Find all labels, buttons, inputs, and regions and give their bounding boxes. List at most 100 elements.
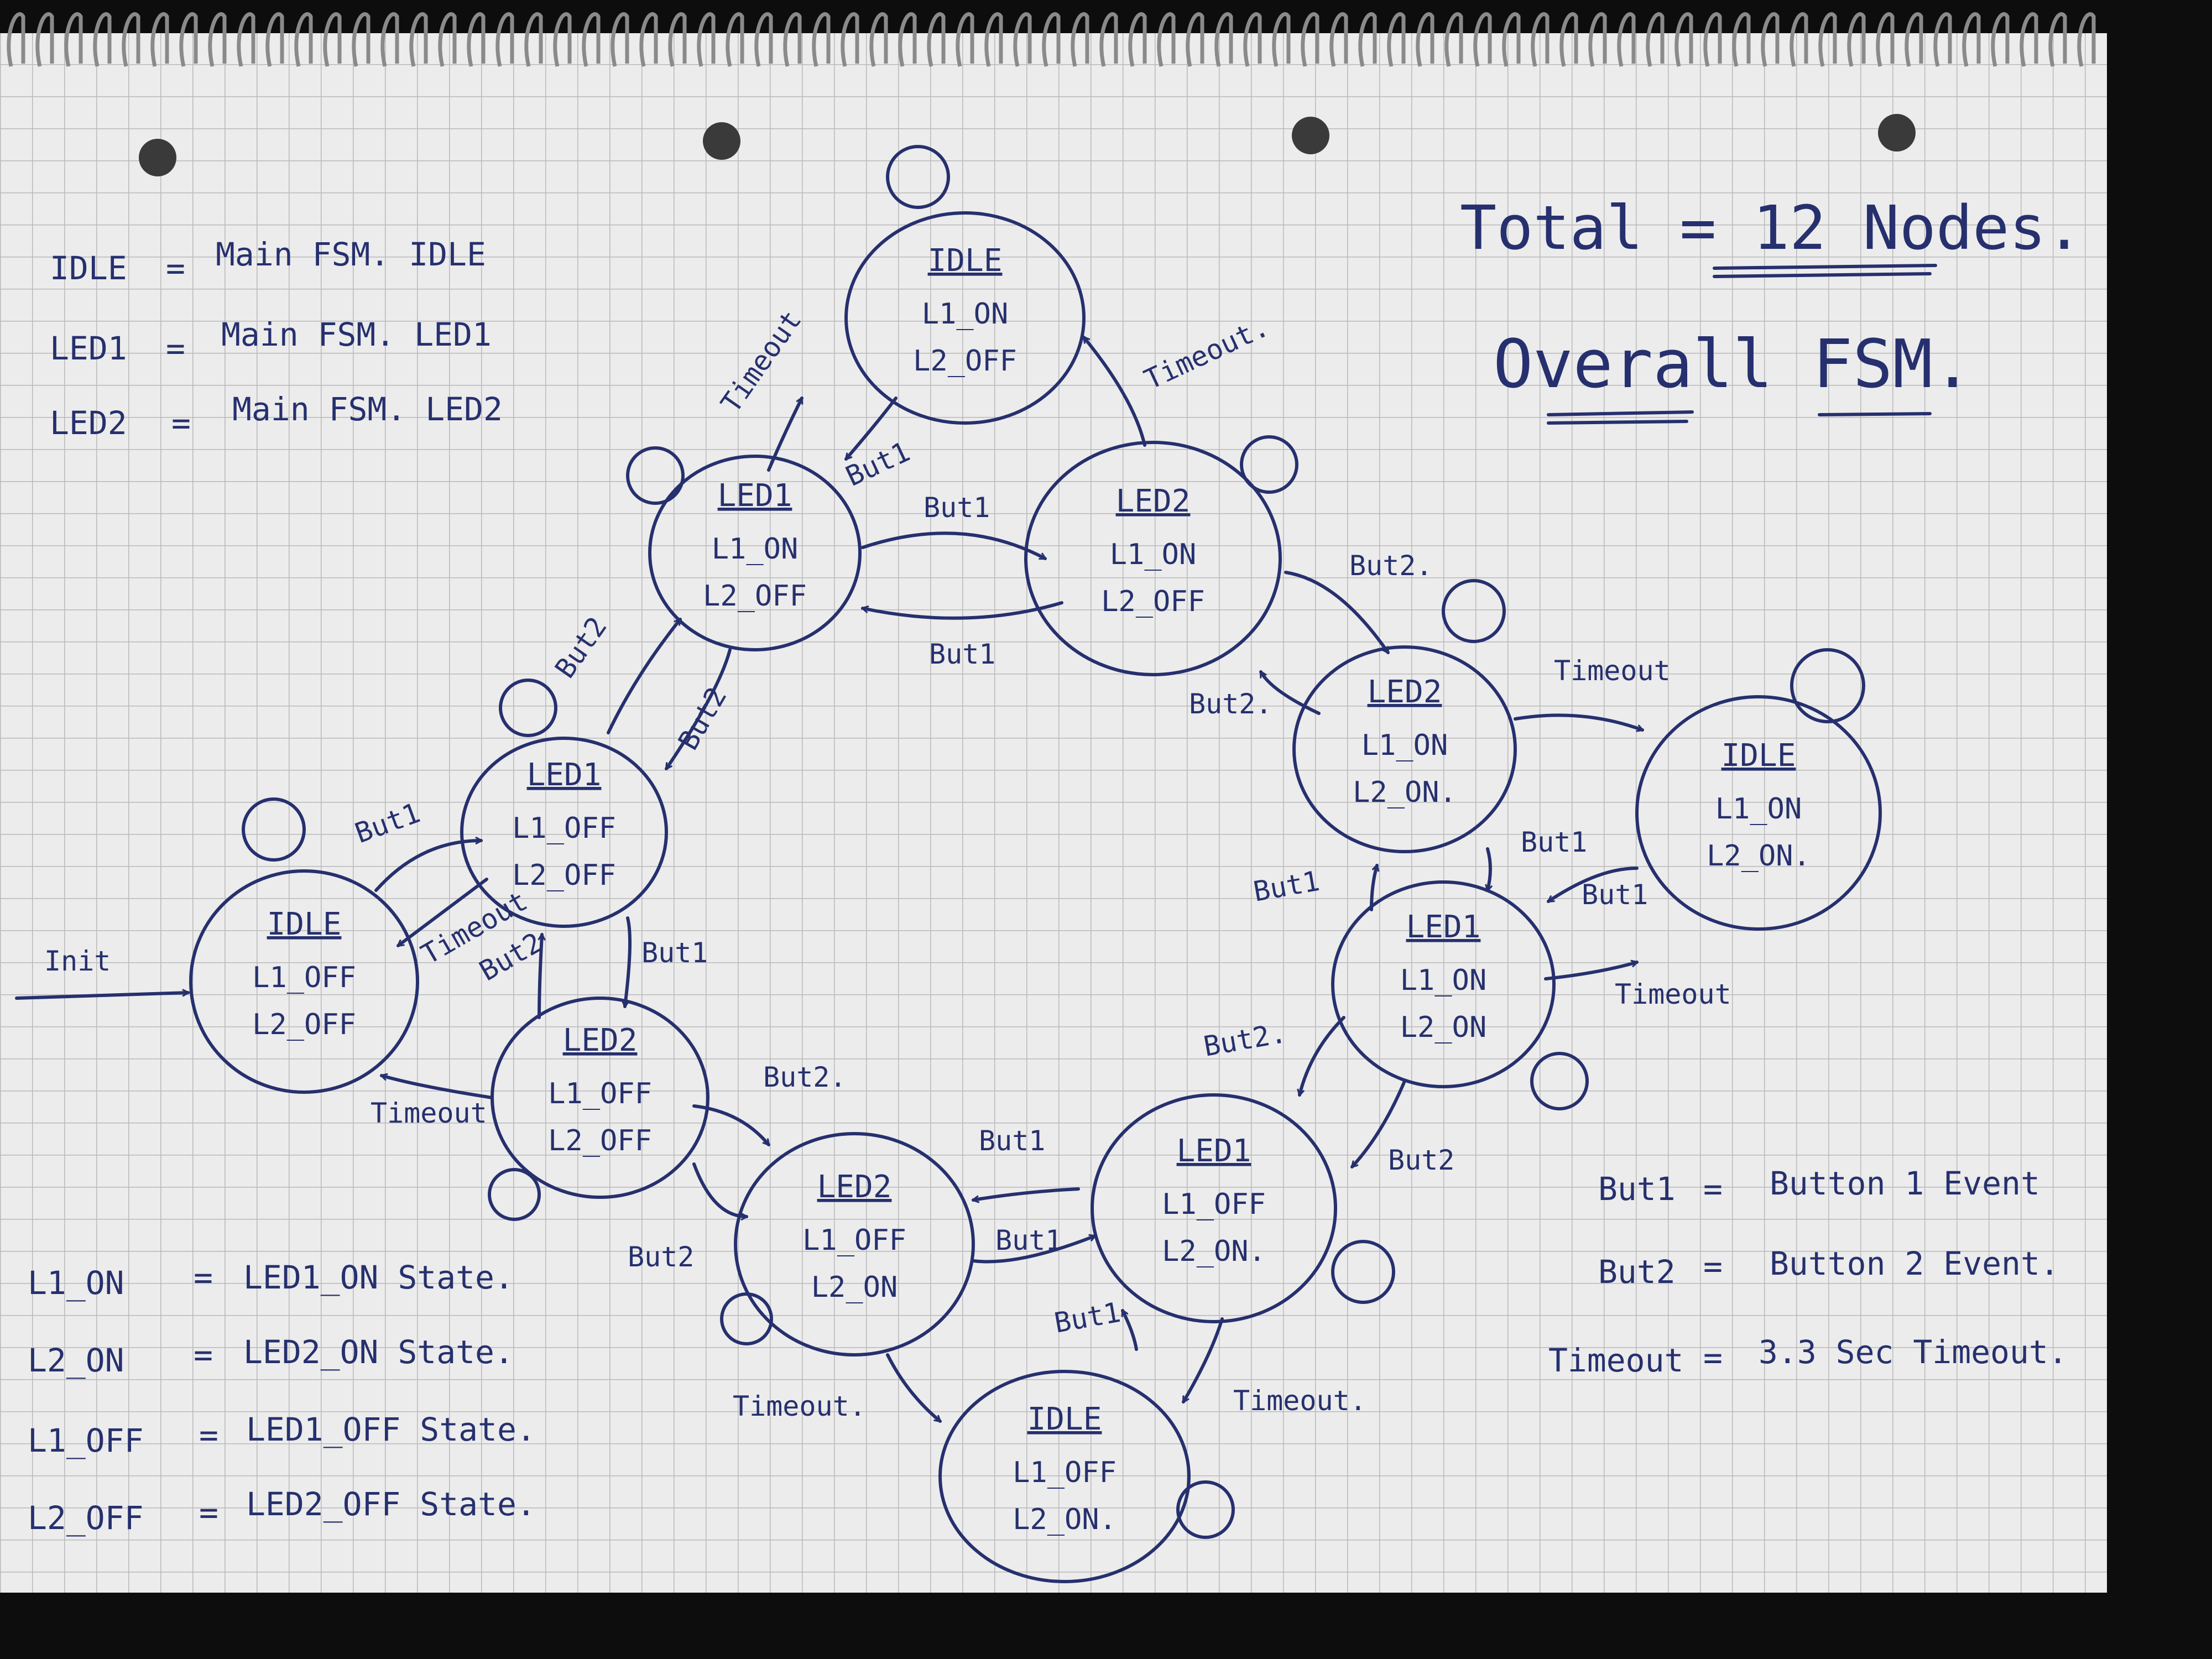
state-name: LED2 xyxy=(817,1169,892,1205)
state-name: LED2 xyxy=(1368,674,1442,710)
transition-n11-to-n10: But1 xyxy=(972,1224,1095,1264)
svg-text:=: = xyxy=(194,1259,213,1296)
state-name: IDLE xyxy=(928,243,1003,279)
diagram-title: Total = 12 Nodes. xyxy=(1460,192,2083,263)
transition-n7-to-n6: But2. xyxy=(1189,672,1321,720)
state-l2-output: L2_ON xyxy=(811,1271,898,1304)
state-circle xyxy=(1331,880,1556,1088)
transition-n11-to-n12: Timeout. xyxy=(733,1353,940,1423)
state-l1-output: L1_ON xyxy=(1715,792,1802,826)
state-l1-output: L1_OFF xyxy=(512,812,616,845)
svg-text:=: = xyxy=(194,1336,213,1374)
self-loop xyxy=(1331,1240,1395,1304)
state-l2-output: L2_OFF xyxy=(512,859,616,892)
state-name: IDLE xyxy=(1027,1401,1102,1437)
paper-sheet xyxy=(0,33,2107,1593)
state-l1-output: L1_ON xyxy=(1400,964,1487,997)
transition-n2-to-n3: But1 xyxy=(625,916,708,1006)
transition-n6-to-n4: But1 xyxy=(863,601,1063,670)
states: IDLEL1_OFFL2_OFFLED1L1_OFFL2_OFFLED2L1_O… xyxy=(189,145,1882,1583)
svg-text:LED1_ON State.: LED1_ON State. xyxy=(243,1259,514,1296)
state-l1-output: L1_OFF xyxy=(1162,1188,1266,1221)
legend-row-but1: But1 = Button 1 Event xyxy=(1598,1165,2040,1208)
svg-text:=: = xyxy=(1703,1339,1723,1376)
transition-label: Timeout. xyxy=(733,1390,866,1422)
transition-n11-to-n3: But2. xyxy=(692,1061,847,1145)
transition-label: Timeout. xyxy=(1233,1385,1366,1417)
state-l2-output: L2_ON xyxy=(1400,1011,1487,1044)
self-loop xyxy=(1530,1052,1589,1110)
init-transition: Init xyxy=(15,945,188,1000)
legend-row-l1-off: L1_OFF = LED1_OFF State. xyxy=(28,1411,536,1459)
state-l2-output: L2_ON. xyxy=(1353,776,1457,809)
state-l1-output: L1_ON xyxy=(1110,538,1197,571)
transition-label: Timeout xyxy=(1615,978,1731,1010)
svg-text:=: = xyxy=(166,249,185,287)
svg-text:IDLE: IDLE xyxy=(50,249,127,287)
svg-text:Main FSM. LED1: Main FSM. LED1 xyxy=(221,316,492,353)
svg-text:L2_ON: L2_ON xyxy=(28,1342,124,1379)
legend-row-but2: But2 = Button 2 Event. xyxy=(1598,1245,2059,1291)
subtitle-underline xyxy=(1547,410,1932,425)
svg-text:L1_OFF: L1_OFF xyxy=(28,1422,144,1459)
transition-label: But1 xyxy=(924,492,990,524)
legend-row-timeout: Timeout = 3.3 Sec Timeout. xyxy=(1548,1333,2068,1379)
transition-label: Timeout xyxy=(1554,655,1671,687)
transition-label: But2 xyxy=(628,1241,694,1273)
svg-text:Button 2 Event.: Button 2 Event. xyxy=(1770,1245,2059,1282)
self-loop xyxy=(1240,435,1298,494)
svg-text:LED2: LED2 xyxy=(50,404,127,442)
self-loop xyxy=(626,446,685,505)
transition-label: But2. xyxy=(1189,688,1272,720)
state-l2-output: L2_OFF xyxy=(548,1124,652,1157)
title-underline xyxy=(1713,264,1937,278)
svg-text:Main FSM. IDLE: Main FSM. IDLE xyxy=(216,236,486,273)
transition-n4-to-n6: But1 xyxy=(861,492,1045,560)
svg-text:Timeout: Timeout xyxy=(1548,1342,1683,1379)
state-circle xyxy=(1292,645,1517,853)
transition-n10-to-n9: But2 xyxy=(1350,1079,1454,1176)
transition-label: Timeout xyxy=(371,1097,487,1129)
state-circle xyxy=(938,1370,1191,1583)
state-circle xyxy=(1024,441,1282,676)
svg-text:LED2_OFF State.: LED2_OFF State. xyxy=(246,1485,536,1523)
transition-label: But1 xyxy=(979,1125,1045,1157)
transition-label: But1 xyxy=(929,638,995,670)
state-l1-output: L1_ON xyxy=(712,533,799,566)
transition-n6-to-n7: But2. xyxy=(1284,550,1433,653)
transition-n8-to-n9: But1 xyxy=(1548,867,1648,911)
state-l1-output: L1_OFF xyxy=(252,961,356,994)
svg-text:=: = xyxy=(1703,1170,1723,1208)
state-l1-output: L1_OFF xyxy=(1013,1456,1117,1489)
svg-text:LED2_ON State.: LED2_ON State. xyxy=(243,1333,514,1371)
self-loop xyxy=(488,1168,541,1221)
svg-text:=: = xyxy=(166,330,185,367)
event-legend: But1 = Button 1 Event But2 = Button 2 Ev… xyxy=(1548,1165,2068,1379)
state-circle xyxy=(189,869,419,1094)
transition-label: But2 xyxy=(1388,1144,1454,1176)
self-loop xyxy=(1790,648,1865,723)
svg-text:Init: Init xyxy=(44,945,111,977)
state-l2-output: L2_ON. xyxy=(1162,1235,1266,1268)
transition-label: But1 xyxy=(1582,879,1648,911)
state-circle xyxy=(844,211,1086,425)
state-circle xyxy=(491,997,709,1199)
self-loop xyxy=(1176,1480,1235,1539)
state-name: LED1 xyxy=(1406,909,1481,945)
legend-row-idle: IDLE = Main FSM. IDLE xyxy=(50,236,486,287)
spiral-binding xyxy=(7,12,2096,67)
state-circle xyxy=(734,1132,975,1357)
transition-n10-to-n12: Timeout. xyxy=(1182,1317,1366,1417)
svg-text:L2_OFF: L2_OFF xyxy=(28,1499,144,1537)
legend-row-l2-off: L2_OFF = LED2_OFF State. xyxy=(28,1485,536,1537)
svg-text:But1: But1 xyxy=(1598,1170,1676,1208)
